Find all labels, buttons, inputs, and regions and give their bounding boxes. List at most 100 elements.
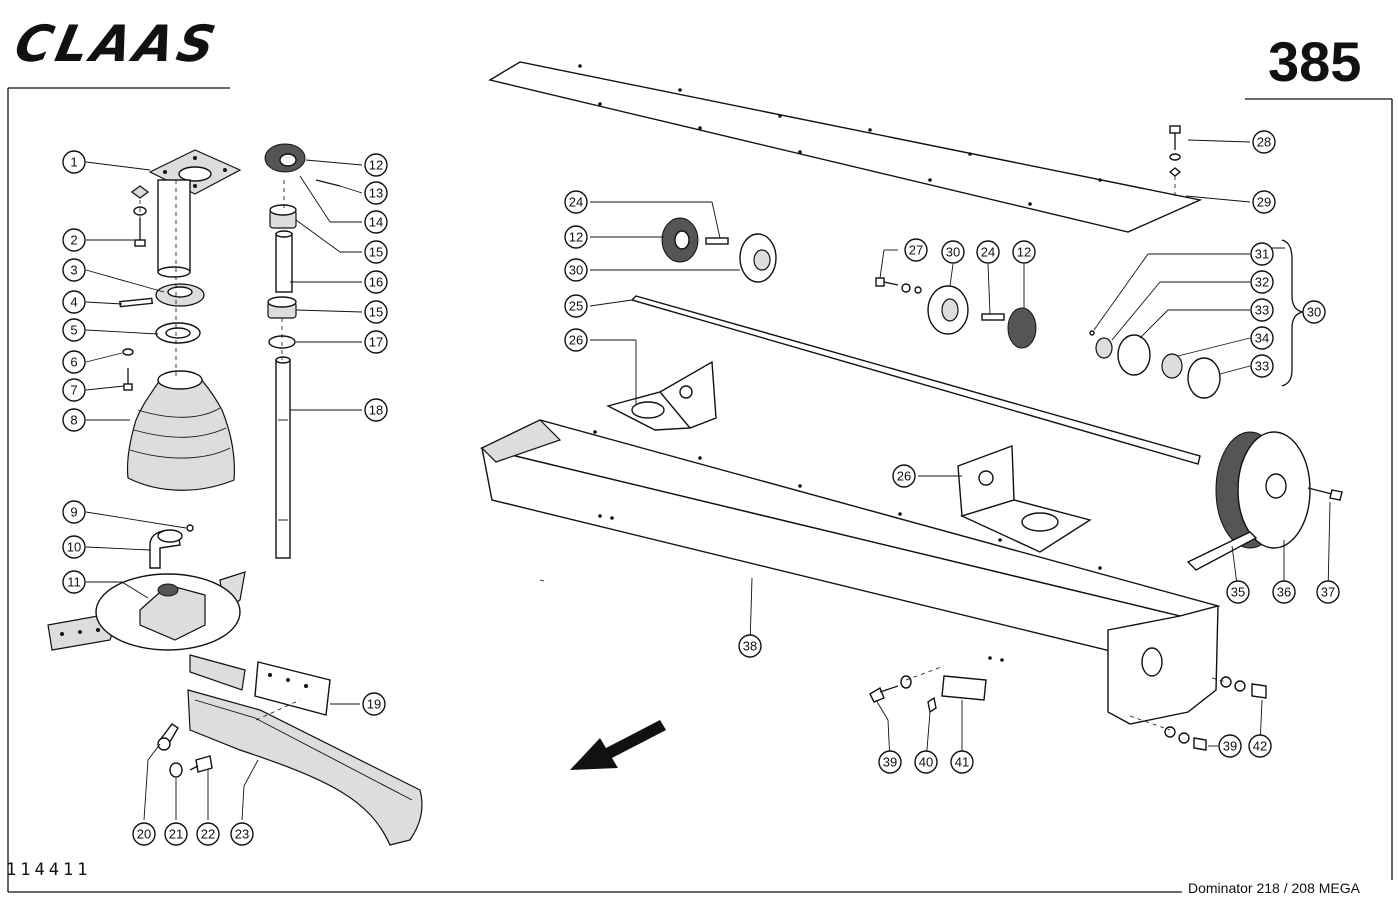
callout-31-label: 31 — [1255, 247, 1269, 262]
gear-12-upper — [661, 217, 699, 263]
callout-1: 1 — [62, 150, 86, 174]
bearing-flange-30-upper — [739, 233, 777, 283]
callout-18: 18 — [364, 398, 388, 422]
callout-30-group: 30 — [1302, 300, 1326, 324]
bolt-37 — [1307, 487, 1343, 501]
callout-13-label: 13 — [369, 186, 383, 201]
catalog-number: 114411 — [6, 860, 92, 880]
callout-15-top: 15 — [364, 240, 388, 264]
callout-27-label: 27 — [909, 243, 923, 258]
callout-26-upper-label: 26 — [569, 333, 583, 348]
callout-2: 2 — [62, 228, 86, 252]
callout-31: 31 — [1250, 242, 1274, 266]
callout-22: 22 — [196, 822, 220, 846]
leader-lines — [85, 139, 1331, 821]
callout-38: 38 — [738, 634, 762, 658]
bearing-flange-30-middle — [927, 285, 969, 335]
callout-36-label: 36 — [1277, 585, 1291, 600]
callout-15-top-label: 15 — [369, 245, 383, 260]
callout-17-label: 17 — [369, 335, 383, 350]
callout-14: 14 — [364, 210, 388, 234]
callout-30-middle-label: 30 — [946, 245, 960, 260]
pin-20 — [157, 723, 179, 751]
bushing-15-top — [269, 204, 297, 229]
washer-9 — [186, 524, 194, 532]
callout-24-middle: 24 — [976, 240, 1000, 264]
main-beam-38 — [479, 419, 1221, 725]
callout-24-middle-label: 24 — [981, 245, 995, 260]
callout-26-lower: 26 — [892, 464, 916, 488]
housing-tube — [157, 179, 191, 278]
callout-34: 34 — [1250, 326, 1274, 350]
shield-23 — [187, 689, 423, 846]
callout-6-label: 6 — [70, 355, 77, 370]
callout-8-label: 8 — [70, 413, 77, 428]
callout-35: 35 — [1226, 580, 1250, 604]
callout-11: 11 — [62, 570, 86, 594]
callout-12: 12 — [364, 153, 388, 177]
sleeve-16 — [275, 230, 293, 293]
callout-20-label: 20 — [137, 827, 151, 842]
callout-32: 32 — [1250, 270, 1274, 294]
bushing-15-bottom — [267, 296, 297, 319]
callout-42-label: 42 — [1253, 739, 1267, 754]
callout-10-label: 10 — [67, 540, 81, 555]
callout-12-upper-label: 12 — [569, 230, 583, 245]
callout-12-upper: 12 — [564, 225, 588, 249]
bearing-parts-31-34 — [1089, 239, 1305, 399]
callout-11-label: 11 — [67, 575, 81, 590]
callout-18-label: 18 — [369, 403, 383, 418]
callout-7: 7 — [62, 378, 86, 402]
callout-12-label: 12 — [369, 158, 383, 173]
pin-24-upper — [705, 237, 729, 245]
callout-42: 42 — [1248, 734, 1272, 758]
callout-9-label: 9 — [70, 505, 77, 520]
callout-10: 10 — [62, 535, 86, 559]
pin-4 — [119, 297, 153, 308]
shaft-25 — [630, 295, 1201, 465]
callout-21: 21 — [164, 822, 188, 846]
callout-24-upper: 24 — [564, 190, 588, 214]
callout-29-label: 29 — [1257, 195, 1271, 210]
direction-arrow — [570, 720, 666, 770]
washer-5 — [155, 322, 201, 344]
knife-plate-19 — [254, 661, 331, 716]
shaft-18 — [275, 356, 291, 559]
belt-35 — [1186, 531, 1258, 571]
callout-33-top: 33 — [1250, 298, 1274, 322]
gear-12-middle — [1007, 307, 1037, 349]
callout-39-right-label: 39 — [1223, 739, 1237, 754]
rubber-boot — [126, 370, 235, 491]
callout-4-label: 4 — [70, 295, 77, 310]
callout-39-right: 39 — [1218, 734, 1242, 758]
callout-8: 8 — [62, 408, 86, 432]
callout-29: 29 — [1252, 190, 1276, 214]
callout-28-label: 28 — [1257, 135, 1271, 150]
callout-39-left-label: 39 — [883, 755, 897, 770]
callout-9: 9 — [62, 500, 86, 524]
page-number: 385 — [1268, 30, 1362, 93]
pulley-36 — [1215, 431, 1311, 549]
bolt-7 — [123, 368, 133, 391]
washer-6 — [122, 348, 134, 356]
assembly-guide-lines — [139, 176, 1227, 731]
callout-3-label: 3 — [70, 263, 77, 278]
callout-17: 17 — [364, 330, 388, 354]
callout-30-upper-label: 30 — [569, 263, 583, 278]
callout-30-middle: 30 — [941, 240, 965, 264]
clamp-10 — [149, 529, 183, 569]
callout-4: 4 — [62, 290, 86, 314]
callout-20: 20 — [132, 822, 156, 846]
bolt-28 — [1168, 125, 1182, 177]
bracket-26-lower — [957, 445, 1092, 553]
top-cover-plate — [488, 61, 1203, 233]
pin-24-middle — [981, 313, 1005, 321]
callout-6: 6 — [62, 350, 86, 374]
callout-12-middle: 12 — [1012, 240, 1036, 264]
callout-35-label: 35 — [1231, 585, 1245, 600]
bearing-3 — [155, 283, 205, 307]
callout-30-group-label: 30 — [1307, 305, 1321, 320]
callout-27: 27 — [904, 238, 928, 262]
